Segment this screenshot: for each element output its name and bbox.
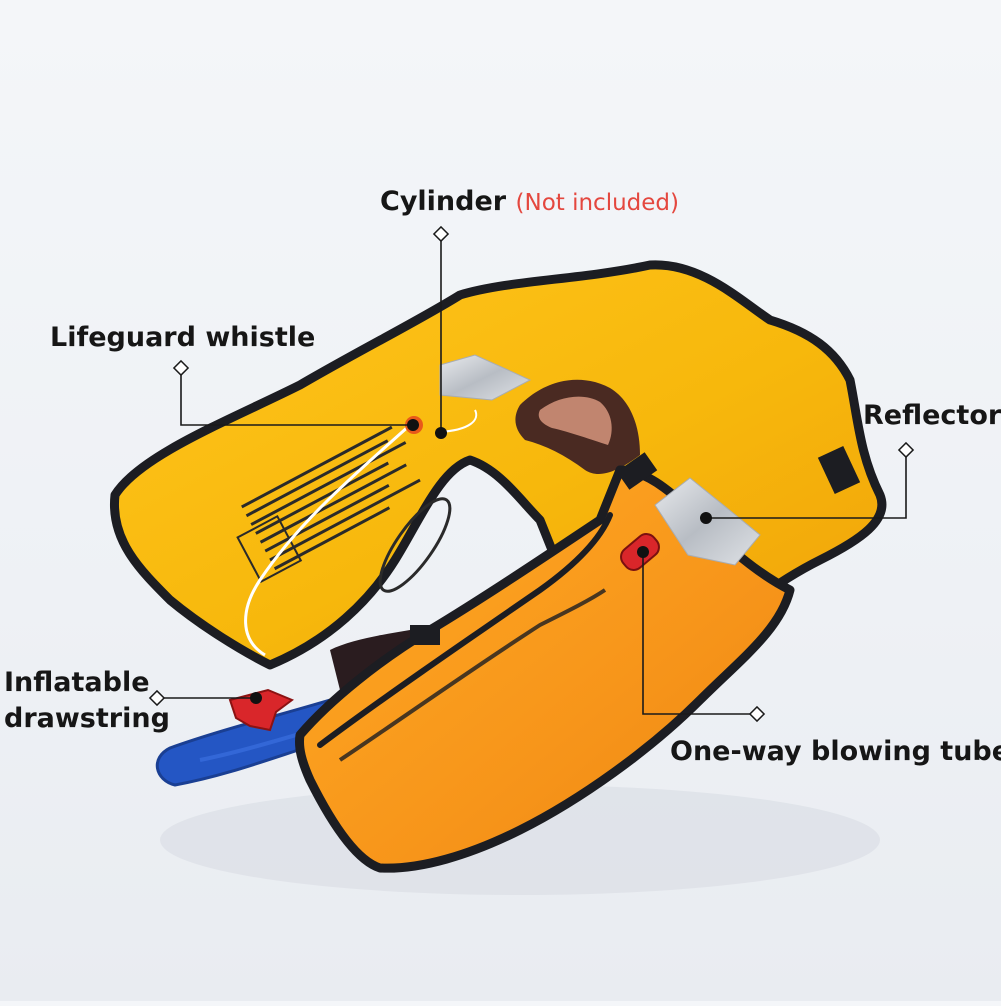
edge-tab [817,445,861,495]
neck-opening-inner [538,396,612,445]
reflector-patch-top [439,354,532,401]
callout-markers [148,225,915,723]
back-strap [330,630,420,690]
vest-front-panel [295,465,795,873]
callout-drawstring-line2: drawstring [4,703,170,734]
printed-instructions [236,425,421,583]
front-panel-seam [317,512,613,748]
callout-drawstring: Inflatable drawstring [4,665,170,737]
callout-cylinder-label: Cylinder [380,186,507,217]
lanyard-cord [439,409,478,433]
callout-cylinder-note: (Not included) [515,190,679,216]
inflation-handle [228,688,294,732]
lanyard-cord [244,423,412,657]
callout-whistle: Lifeguard whistle [50,322,316,353]
callout-blowing-tube: One-way blowing tube [670,736,1001,767]
callout-cylinder: Cylinder (Not included) [380,184,679,221]
cylinder-stamp [378,497,452,593]
callout-anchor-dots [250,419,712,704]
edge-tab [616,452,658,490]
callout-reflector: Reflector [863,400,1001,431]
edge-tab [410,625,440,645]
callout-leader-lines [157,234,907,715]
front-panel-flap [338,588,607,762]
callout-drawstring-line1: Inflatable [4,667,150,698]
